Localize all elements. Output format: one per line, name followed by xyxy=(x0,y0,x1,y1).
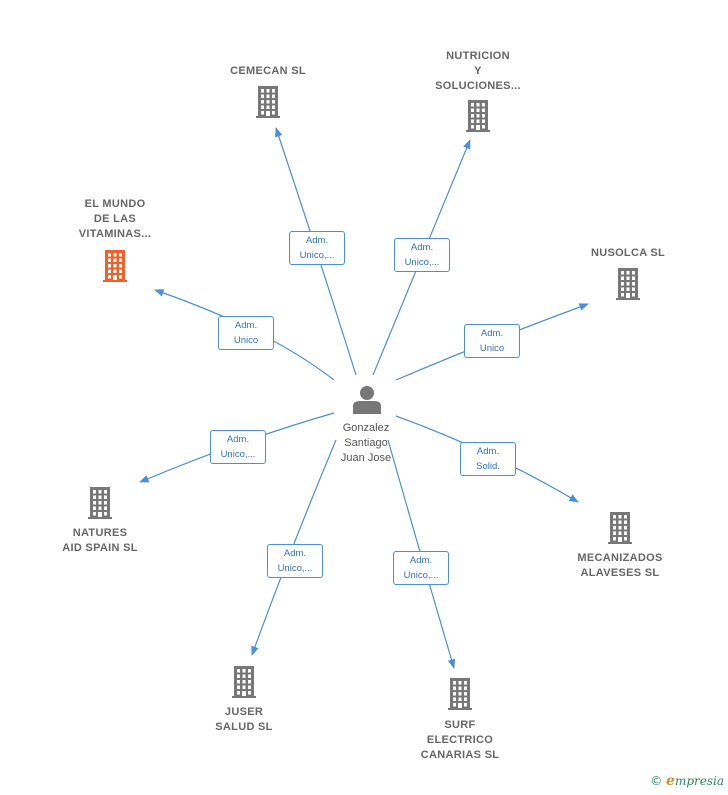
role-label-cemecan[interactable]: Adm. Unico,... xyxy=(289,231,345,265)
role-label-juser[interactable]: Adm. Unico,... xyxy=(267,544,323,578)
role-label-mundo[interactable]: Adm. Unico xyxy=(218,316,274,350)
person-icon[interactable] xyxy=(353,386,381,414)
role-label-nutricion[interactable]: Adm. Unico,... xyxy=(394,238,450,272)
building-icon-mundo[interactable] xyxy=(103,250,127,282)
role-label-natures[interactable]: Adm. Unico,... xyxy=(210,430,266,464)
building-icon-cemecan[interactable] xyxy=(256,86,280,118)
building-icon-juser[interactable] xyxy=(232,666,256,698)
building-icon-mecanizados[interactable] xyxy=(608,512,632,544)
company-label-mecanizados[interactable]: MECANIZADOS ALAVESES SL xyxy=(577,552,663,579)
empresia-brand[interactable]: © empresia xyxy=(650,773,724,789)
role-label-surf[interactable]: Adm. Unico,... xyxy=(393,551,449,585)
company-label-nutricion[interactable]: NUTRICION Y SOLUCIONES... xyxy=(435,50,521,92)
company-label-surf[interactable]: SURF ELECTRICO CANARIAS SL xyxy=(420,719,500,761)
building-icon-nutricion[interactable] xyxy=(466,100,490,132)
company-label-juser[interactable]: JUSER SALUD SL xyxy=(215,706,273,733)
building-icon-surf[interactable] xyxy=(448,678,472,710)
company-label-mundo[interactable]: EL MUNDO DE LAS VITAMINAS... xyxy=(78,198,152,240)
company-label-nusolca[interactable]: NUSOLCA SL xyxy=(590,247,666,259)
role-label-mecanizados[interactable]: Adm. Solid. xyxy=(460,442,516,476)
role-label-nusolca[interactable]: Adm. Unico xyxy=(464,324,520,358)
company-label-natures[interactable]: NATURES AID SPAIN SL xyxy=(62,527,138,554)
building-icon-nusolca[interactable] xyxy=(616,268,640,300)
person-name[interactable]: Gonzalez Santiago Juan Jose xyxy=(340,422,392,464)
company-label-cemecan[interactable]: CEMECAN SL xyxy=(230,65,306,77)
building-icon-natures[interactable] xyxy=(88,487,112,519)
